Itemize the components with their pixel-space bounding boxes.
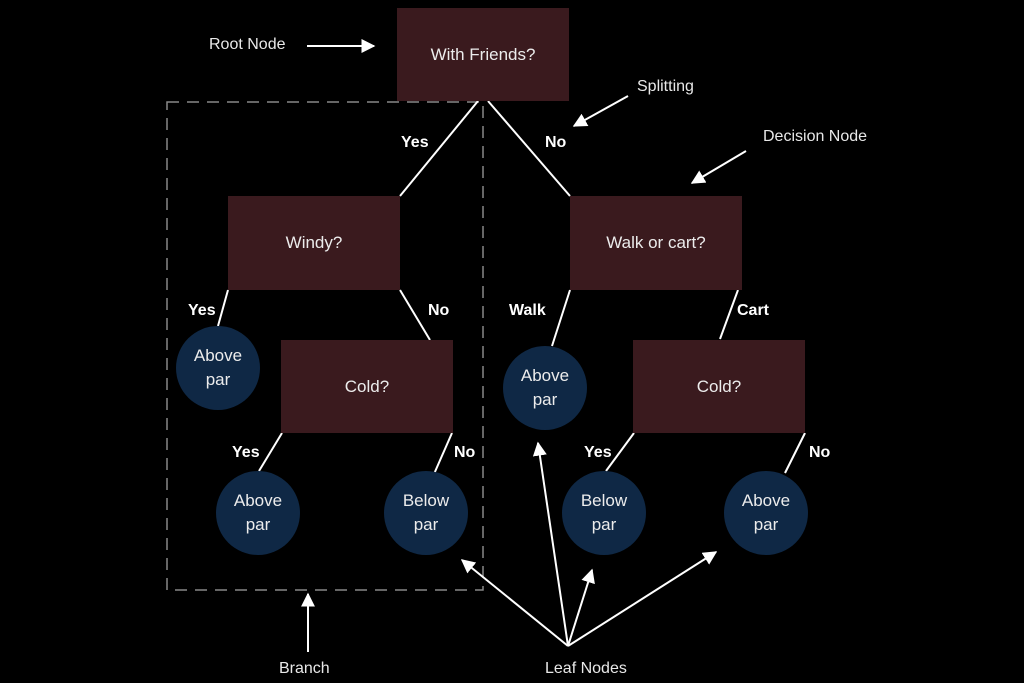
decision-node-walk-or-cart: Walk or cart? [570,196,742,290]
edge-label-cold-left-no: No [454,444,476,461]
annotation-splitting: Splitting [637,78,694,95]
leaf-arrow-below-par-left [460,559,569,647]
leaf-arrow-above-par-right [567,551,718,647]
leaf-line-1: Above [193,346,243,365]
leaf-line-2: par [205,370,231,389]
edge-line-cold-left-no [433,432,453,475]
leaf-node-below-par-2: Below par [562,471,646,555]
leaf-line-1: Above [233,491,283,510]
annotation-leaf-nodes: Leaf Nodes [545,660,627,677]
leaf-line-2: par [413,515,439,534]
leaf-line-2: par [245,515,271,534]
edge-label-walk: Walk [509,302,546,319]
leaf-line-1: Below [402,491,450,510]
root-node: With Friends? [397,8,569,101]
edge-label-windy-no: No [428,302,450,319]
leaf-arrow-below-par-right [567,568,595,647]
leaf-node-above-par-2: Above par [216,471,300,555]
leaf-line-1: Above [520,366,570,385]
leaf-line-2: par [532,390,558,409]
edge-label-cold-right-no: No [809,444,831,461]
edge-label-cold-right-yes: Yes [584,444,612,461]
leaf-node-above-par-4: Above par [724,471,808,555]
leaf-line-2: par [591,515,617,534]
edge-line-walk [551,289,571,347]
annotation-branch: Branch [279,660,330,677]
edge-line-windy-yes [217,289,229,327]
annotation-decision-node: Decision Node [763,128,868,145]
edge-line-root-no [487,100,571,197]
edge-label-windy-yes: Yes [188,302,216,319]
edge-label-root-no: No [545,134,567,151]
leaf-line-1: Above [741,491,791,510]
decision-node-cold-left: Cold? [281,340,453,433]
edge-label-root-yes: Yes [401,134,429,151]
decision-node-arrow [690,150,747,184]
leaf-node-above-par-3: Above par [503,346,587,430]
leaf-arrow-above-par-walk [532,441,569,647]
leaf-line-1: Below [580,491,628,510]
edge-line-root-yes [399,100,479,197]
edge-line-cart [719,289,739,340]
edge-line-cold-right-no [784,432,806,474]
edge-label-cart: Cart [737,302,770,319]
decision-node-windy: Windy? [228,196,400,290]
splitting-arrow [572,95,629,127]
branch-boundary [166,101,484,591]
leaf-node-below-par-1: Below par [384,471,468,555]
leaf-node-above-par-1: Above par [176,326,260,410]
edge-line-windy-no [399,289,431,341]
edge-line-cold-left-yes [258,432,283,472]
edge-label-cold-left-yes: Yes [232,444,260,461]
decision-node-cold-right: Cold? [633,340,805,433]
annotation-root-node: Root Node [209,36,286,53]
leaf-line-2: par [753,515,779,534]
edge-line-cold-right-yes [605,432,635,472]
